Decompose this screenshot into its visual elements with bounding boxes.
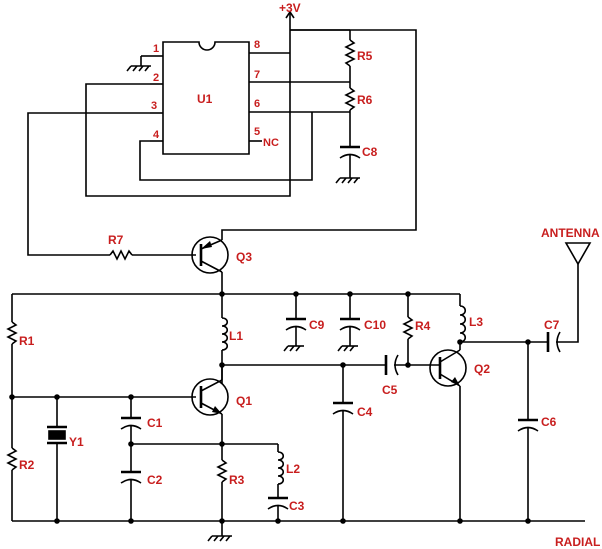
pin-5-label: 5 bbox=[254, 126, 260, 138]
c10-label: C10 bbox=[364, 318, 386, 332]
q2-label: Q2 bbox=[474, 362, 490, 376]
c4-label: C4 bbox=[357, 405, 373, 419]
ic-u1: U1 1 2 3 4 5 6 7 8 NC bbox=[150, 39, 350, 155]
c9-label: C9 bbox=[309, 318, 325, 332]
q1-label: Q1 bbox=[236, 394, 252, 408]
c1-label: C1 bbox=[147, 416, 163, 430]
ground-icon bbox=[207, 535, 232, 542]
r2-label: R2 bbox=[19, 458, 35, 472]
ground-icon bbox=[126, 55, 151, 72]
l1-label: L1 bbox=[229, 329, 243, 343]
r4-label: R4 bbox=[415, 319, 431, 333]
c7-label: C7 bbox=[544, 318, 560, 332]
pin-8-label: 8 bbox=[254, 39, 260, 51]
c2-label: C2 bbox=[147, 473, 163, 487]
c8-label: C8 bbox=[362, 145, 378, 159]
pin-6-label: 6 bbox=[254, 98, 260, 110]
r1-label: R1 bbox=[19, 334, 35, 348]
antenna-icon bbox=[564, 242, 592, 266]
r7-label: R7 bbox=[108, 233, 124, 247]
r6-label: R6 bbox=[357, 93, 373, 107]
c3-label: C3 bbox=[289, 499, 305, 513]
radial-label: RADIAL bbox=[555, 535, 600, 549]
c5-label: C5 bbox=[382, 383, 398, 397]
y1-label: Y1 bbox=[69, 435, 84, 449]
pin-4-label: 4 bbox=[153, 129, 160, 141]
pin-7-label: 7 bbox=[254, 69, 260, 81]
antenna-label: ANTENNA bbox=[541, 226, 600, 240]
c6-label: C6 bbox=[541, 415, 557, 429]
l2-label: L2 bbox=[286, 462, 300, 476]
nc-label: NC bbox=[263, 137, 279, 149]
pin-3-label: 3 bbox=[151, 100, 157, 112]
r5-label: R5 bbox=[357, 49, 373, 63]
l3-label: L3 bbox=[469, 315, 483, 329]
ic-label: U1 bbox=[197, 92, 213, 106]
pin-2-label: 2 bbox=[153, 72, 159, 84]
supply-label: +3V bbox=[279, 1, 301, 15]
supply-arrow-icon bbox=[285, 10, 295, 53]
q3-label: Q3 bbox=[236, 250, 252, 264]
pin-1-label: 1 bbox=[153, 43, 159, 55]
r3-label: R3 bbox=[229, 473, 245, 487]
